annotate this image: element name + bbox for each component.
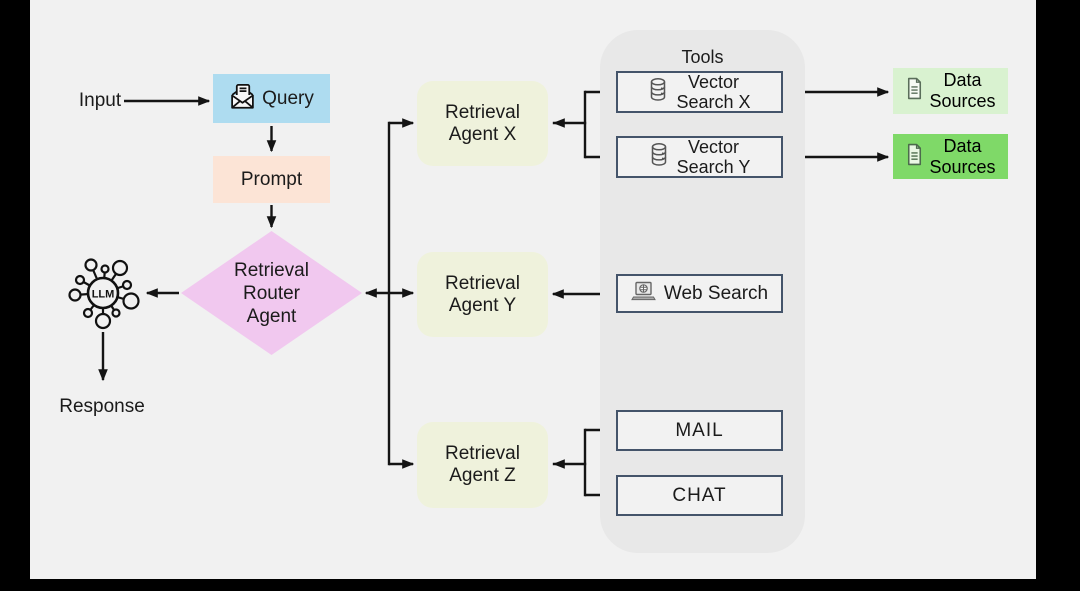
document-icon [905,77,924,105]
retrieval-router-agent-node: Retrieval Router Agent [181,231,362,355]
web-search-node: Web Search [616,274,783,313]
llm-label: LLM [92,289,115,301]
chat-node: CHAT [616,475,783,516]
response-label: Response [59,396,145,417]
mail-node: MAIL [616,410,783,451]
input-label: Input [78,90,122,111]
prompt-label: Prompt [240,168,303,190]
retrieval-router-agent-label: Retrieval Router Agent [234,259,309,327]
query-node: Query [213,74,330,123]
mail-label: MAIL [675,419,724,441]
web-search-label: Web Search [663,282,769,304]
database-icon [649,142,669,172]
prompt-node: Prompt [213,156,330,203]
laptop-globe-icon [631,281,656,306]
database-icon [648,77,668,107]
diagram-canvas: Tools Input Query Prompt [30,0,1036,579]
chat-label: CHAT [672,484,727,506]
document-icon [905,143,924,171]
llm-network-icon: LLM [65,255,141,331]
tools-panel-title: Tools [681,47,724,67]
query-label: Query [262,87,314,109]
open-envelope-icon [229,83,256,115]
